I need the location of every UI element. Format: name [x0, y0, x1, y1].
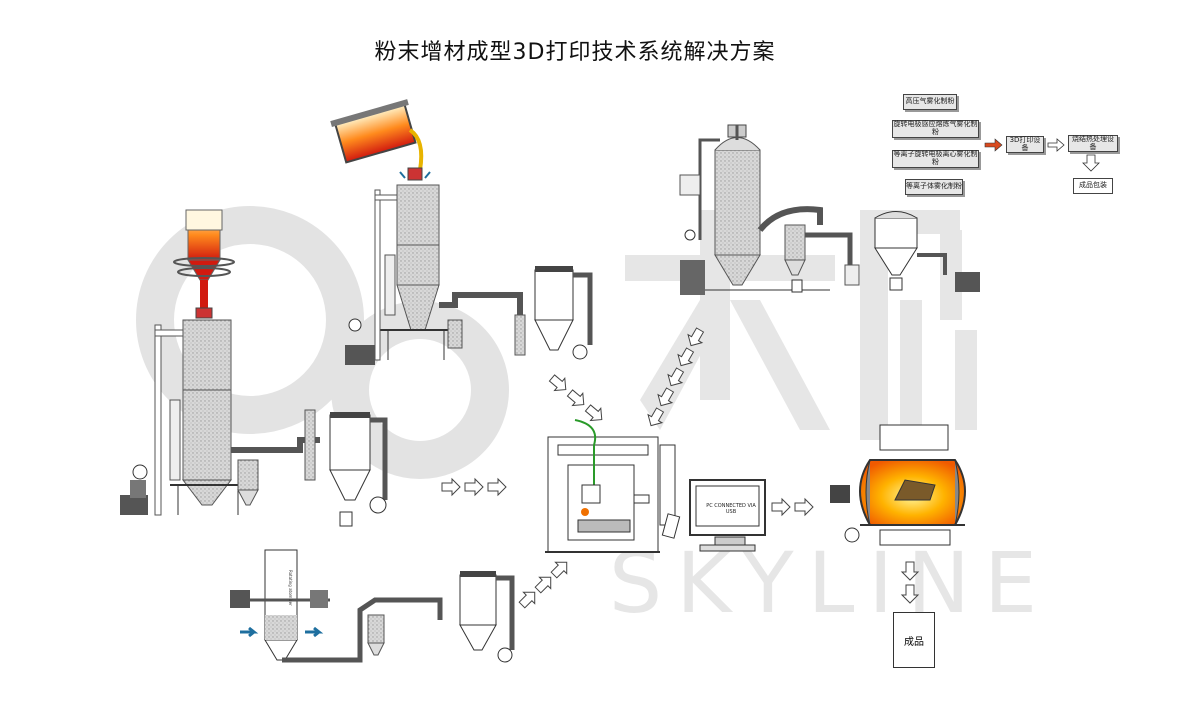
equipment-box-printer: 3D打印设备	[1006, 136, 1044, 153]
atomizer-label: Rotating atomizer	[288, 570, 293, 606]
product-box-small: 成品包装	[1073, 178, 1113, 194]
watermark-text: SKYLINE	[609, 534, 1051, 632]
page-title: 粉末增材成型3D打印技术系统解决方案	[374, 40, 776, 65]
plasma-atomizer-tower	[714, 149, 761, 256]
equipment-box-sintering: 烧结热处理设备	[1068, 135, 1118, 152]
process-box-plasma: 等离子体雾化制粉	[905, 179, 963, 195]
gas-atomizer-tower	[396, 184, 440, 286]
process-box-induction: 旋转电极感应熔炼气雾化制粉	[892, 120, 979, 138]
final-product-box: 成品	[893, 612, 935, 668]
process-box-high-pressure: 高压气雾化制粉	[903, 94, 957, 110]
process-box-plasma-rotating: 等离子旋转电极离心雾化制粉	[892, 150, 979, 168]
monitor-text: PC CONNECTED VIA USB	[706, 503, 756, 515]
